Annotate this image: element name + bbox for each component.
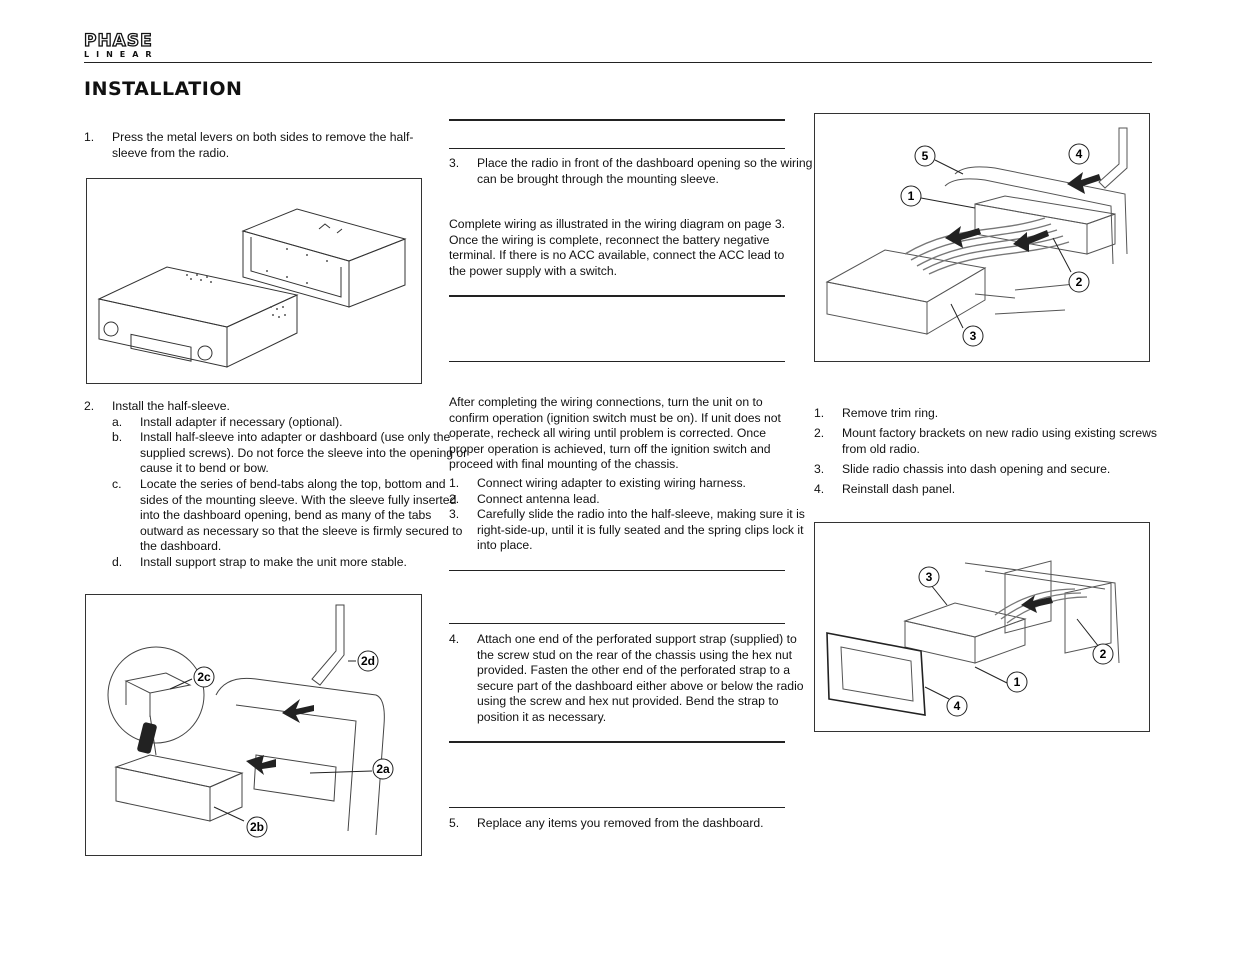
step-text: Connect antenna lead.	[477, 492, 600, 506]
wiring-drawing: 5 4 1 2 3	[825, 127, 1128, 347]
step-number: 2.	[814, 426, 825, 440]
step-text: Press the metal levers on both sides to …	[112, 130, 414, 160]
step-text: Install the half-sleeve.	[112, 399, 230, 413]
step-text: Reinstall dash panel.	[842, 482, 956, 496]
logo-wordmark-top: PHASE	[83, 31, 153, 51]
step-3-place-radio: 3. Place the radio in front of the dashb…	[449, 156, 813, 187]
callout-2b: 2b	[250, 820, 264, 834]
section-rule	[449, 295, 785, 297]
substep-text: Install half-sleeve into adapter or dash…	[140, 430, 468, 475]
step-5-replace-items: 5. Replace any items you removed from th…	[449, 816, 813, 832]
step-number: 2.	[449, 492, 460, 506]
step-text: Remove trim ring.	[842, 406, 939, 420]
substep-text: Install support strap to make the unit m…	[140, 555, 407, 569]
step-number: 3.	[449, 507, 460, 521]
step-number: 1.	[84, 130, 95, 144]
half-sleeve-install-drawing: 2d 2c 2a 2b	[107, 604, 394, 838]
callout-3: 3	[970, 329, 977, 343]
step-text: Connect wiring adapter to existing wirin…	[477, 476, 746, 490]
callout-2: 2	[1076, 275, 1083, 289]
substep-d: d. Install support strap to make the uni…	[84, 555, 474, 571]
step-number: 3.	[449, 156, 460, 170]
dash-step-1: 1. Remove trim ring.	[814, 406, 1176, 422]
phase-linear-logo: PHASE LINEAR	[83, 31, 180, 59]
substep-text: Install adapter if necessary (optional).	[140, 415, 343, 429]
callout-2a: 2a	[376, 762, 390, 776]
figure-wiring-through-sleeve: 5 4 1 2 3	[814, 113, 1150, 362]
callout-3: 3	[926, 570, 933, 584]
step-number: 5.	[449, 816, 460, 830]
step-number: 1.	[449, 476, 460, 490]
substep-c: c. Locate the series of bend-tabs along …	[84, 477, 474, 555]
step-number: 4.	[449, 632, 460, 646]
step-1: 1. Press the metal levers on both sides …	[84, 130, 448, 161]
figure-half-sleeve-removal	[86, 178, 422, 384]
callout-4: 4	[954, 699, 961, 713]
substep-b: b. Install half-sleeve into adapter or d…	[84, 430, 474, 477]
step-text: Carefully slide the radio into the half-…	[477, 507, 805, 552]
callout-2: 2	[1100, 647, 1107, 661]
step-text: Attach one end of the perforated support…	[477, 632, 804, 724]
section-rule	[449, 623, 785, 624]
substep-text: Locate the series of bend-tabs along the…	[140, 477, 463, 553]
step-number: 3.	[814, 462, 825, 476]
substep-letter: a.	[112, 415, 123, 429]
final-step-3: 3. Carefully slide the radio into the ha…	[449, 507, 813, 554]
step-2: 2. Install the half-sleeve.	[84, 399, 448, 415]
header-divider	[84, 62, 1152, 63]
final-step-1: 1. Connect wiring adapter to existing wi…	[449, 476, 813, 492]
wiring-paragraph: Complete wiring as illustrated in the wi…	[449, 217, 786, 278]
section-rule	[449, 570, 785, 571]
dash-step-2: 2. Mount factory brackets on new radio u…	[814, 426, 1176, 457]
callout-1: 1	[908, 189, 915, 203]
radio-and-sleeve-drawing	[97, 208, 407, 368]
callout-1: 1	[1014, 675, 1021, 689]
step-text: Replace any items you removed from the d…	[477, 816, 764, 830]
dash-step-4: 4. Reinstall dash panel.	[814, 482, 1176, 498]
step-number: 4.	[814, 482, 825, 496]
section-rule	[449, 148, 785, 149]
section-rule	[449, 741, 785, 743]
bracket-mount-drawing: 3 2 1 4	[826, 560, 1120, 717]
callout-2d: 2d	[361, 654, 375, 668]
section-rule	[449, 361, 785, 362]
page-title: INSTALLATION	[84, 78, 243, 100]
section-rule	[449, 807, 785, 808]
step-number: 2.	[84, 399, 95, 413]
callout-5: 5	[922, 149, 929, 163]
dash-step-3: 3. Slide radio chassis into dash opening…	[814, 462, 1176, 478]
section-rule	[449, 119, 785, 121]
step-number: 1.	[814, 406, 825, 420]
callout-2c: 2c	[197, 670, 211, 684]
substep-letter: d.	[112, 555, 123, 569]
substep-letter: c.	[112, 477, 122, 491]
step-text: Place the radio in front of the dashboar…	[477, 156, 813, 186]
logo-wordmark-bottom: LINEAR	[84, 50, 159, 59]
step-4-support-strap: 4. Attach one end of the perforated supp…	[449, 632, 813, 725]
substep-a: a. Install adapter if necessary (optiona…	[84, 415, 474, 431]
substep-letter: b.	[112, 430, 123, 444]
step-text: Slide radio chassis into dash opening an…	[842, 462, 1111, 476]
test-paragraph: After completing the wiring connections,…	[449, 395, 781, 471]
figure-install-half-sleeve: 2d 2c 2a 2b	[85, 594, 422, 856]
callout-4: 4	[1076, 147, 1083, 161]
step-text: Mount factory brackets on new radio usin…	[842, 426, 1157, 456]
figure-factory-bracket-mount: 3 2 1 4	[814, 522, 1150, 732]
final-step-2: 2. Connect antenna lead.	[449, 492, 813, 508]
